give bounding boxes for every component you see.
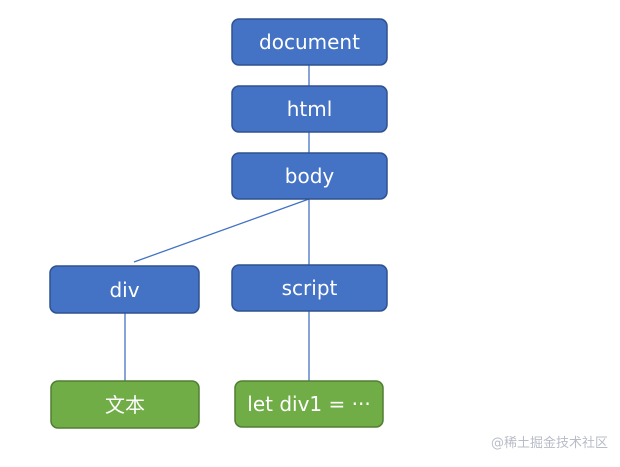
node-script: script [231, 264, 388, 312]
node-html: html [231, 85, 388, 133]
node-html-label: html [287, 97, 333, 121]
node-div-label: div [109, 278, 139, 302]
edge-body-div [133, 198, 310, 263]
node-let-label: let div1 = ··· [247, 392, 370, 416]
node-div: div [49, 265, 200, 314]
node-text-label: 文本 [105, 393, 145, 417]
node-document-label: document [259, 30, 360, 54]
watermark: @稀土掘金技术社区 [490, 436, 608, 451]
node-let: let div1 = ··· [234, 380, 384, 428]
node-document: document [231, 18, 388, 66]
node-body-label: body [285, 164, 335, 188]
node-text: 文本 [50, 380, 200, 429]
node-body: body [231, 152, 388, 200]
node-script-label: script [282, 276, 338, 300]
